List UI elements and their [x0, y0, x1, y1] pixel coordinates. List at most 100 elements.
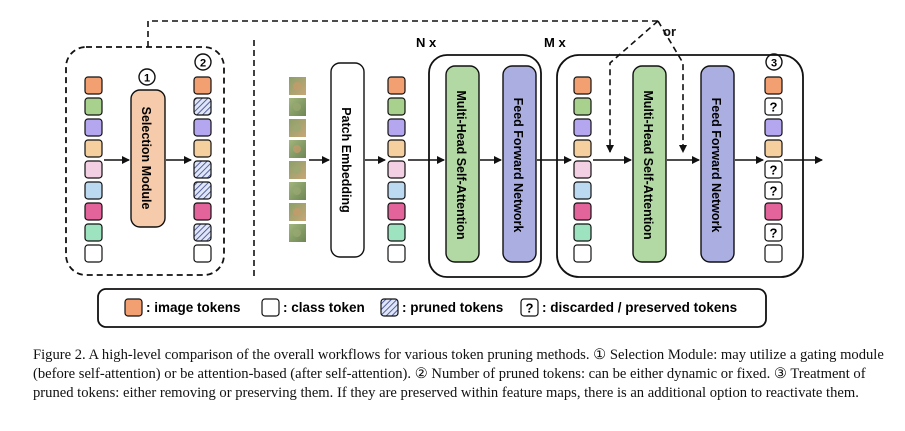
pruned-token: [193, 181, 212, 200]
image-token: [387, 118, 406, 137]
stage-m-input-token-column: [573, 76, 592, 263]
discarded-token: [764, 181, 783, 200]
image-token: [764, 139, 783, 158]
legend-pruned-token-swatch: [380, 298, 399, 317]
legend-discarded-preserved-label: discarded / preserved tokens: [550, 300, 737, 315]
dashed-link-to-mhsa: [606, 20, 659, 153]
image-token: [84, 97, 103, 116]
discarded-token: [764, 97, 783, 116]
svg-text:3: 3: [771, 58, 777, 70]
legend-pruned-tokens-label: pruned tokens: [410, 300, 503, 315]
svg-text:: image tokens: : image tokens: [146, 300, 241, 315]
discarded-token: [764, 223, 783, 242]
or-label: or: [663, 24, 676, 39]
image-patch-detail: [293, 166, 301, 174]
image-token: [84, 139, 103, 158]
image-token: [193, 202, 212, 221]
legend-image-token-swatch: [124, 298, 143, 317]
image-token: [764, 202, 783, 221]
legend-image-tokens-label: image tokens: [154, 300, 240, 315]
image-patch-detail: [293, 187, 301, 195]
image-token: [573, 97, 592, 116]
image-token: [573, 202, 592, 221]
step-marker-2: 2: [194, 53, 212, 71]
figure-caption: Figure 2. A high-level comparison of the…: [33, 347, 884, 401]
image-patch-detail: [293, 103, 301, 111]
image-token: [573, 76, 592, 95]
image-token: [387, 160, 406, 179]
svg-text:Patch Embedding: Patch Embedding: [339, 107, 353, 213]
image-token: [573, 160, 592, 179]
image-token: [193, 118, 212, 137]
image-token: [193, 139, 212, 158]
discarded-token-glyph: ?: [770, 184, 778, 199]
svg-text:?: ?: [526, 301, 534, 316]
legend-class-token-swatch: [261, 298, 280, 317]
output-token-column: ????: [764, 76, 783, 263]
svg-text:Feed Forward Network: Feed Forward Network: [709, 98, 723, 233]
image-token: [387, 97, 406, 116]
step-marker-3: 3: [765, 53, 783, 71]
svg-text:: pruned tokens: : pruned tokens: [402, 300, 503, 315]
selected-token-column: [193, 76, 212, 263]
pruned-token: [193, 97, 212, 116]
discarded-token-glyph: ?: [770, 100, 778, 115]
class-token: [193, 244, 212, 263]
legend: : image tokens : class token : pruned to…: [97, 288, 767, 328]
image-token: [573, 223, 592, 242]
selection-group-frame: [65, 46, 225, 276]
mhsa-block-n: [445, 65, 480, 263]
image-token: [84, 160, 103, 179]
discarded-token-glyph: ?: [770, 226, 778, 241]
image-token: [573, 181, 592, 200]
discarded-token-glyph: ?: [770, 163, 778, 178]
class-token: [764, 244, 783, 263]
dashed-link-path: [147, 20, 658, 47]
ffn-block-m: [700, 65, 735, 263]
image-patch-detail: [293, 229, 301, 237]
image-patch-detail: [293, 124, 301, 132]
svg-text:: class token: : class token: [283, 300, 365, 315]
class-token: [387, 244, 406, 263]
svg-text:Multi-Head Self-Attention: Multi-Head Self-Attention: [641, 90, 655, 239]
image-patch-detail: [293, 82, 301, 90]
class-token: [84, 244, 103, 263]
pruned-token: [193, 223, 212, 242]
image-token: [573, 118, 592, 137]
image-token: [84, 202, 103, 221]
image-token: [387, 223, 406, 242]
legend-discarded-token-swatch: [520, 298, 539, 317]
legend-class-token-label: class token: [291, 300, 365, 315]
image-token: [764, 118, 783, 137]
transformer-stage-n: N x Multi-Head Self-Attention Feed Forwa…: [416, 35, 542, 278]
svg-text:2: 2: [200, 58, 206, 70]
image-token: [764, 76, 783, 95]
n-repeat-label: N x: [416, 35, 437, 50]
image-token: [387, 76, 406, 95]
image-token: [84, 118, 103, 137]
image-token: [84, 181, 103, 200]
step-marker-1: 1: [138, 68, 156, 86]
svg-text:Feed Forward Network: Feed Forward Network: [511, 98, 525, 233]
transformer-stage-m: M x Multi-Head Self-Attention Feed Forwa…: [544, 35, 804, 278]
m-repeat-label: M x: [544, 35, 566, 50]
image-token: [387, 139, 406, 158]
svg-text:: discarded / preserved tokens: : discarded / preserved tokens: [542, 300, 737, 315]
image-token: [573, 139, 592, 158]
svg-text:1: 1: [144, 73, 150, 85]
image-token: [387, 181, 406, 200]
image-token: [387, 202, 406, 221]
pruned-token: [193, 160, 212, 179]
ffn-block-n: [502, 65, 537, 263]
image-token: [84, 76, 103, 95]
embedded-token-column: [387, 76, 406, 263]
input-token-column: [84, 76, 103, 263]
image-token: [193, 76, 212, 95]
mhsa-block-m: [632, 65, 667, 263]
image-patches: [289, 77, 306, 242]
image-token: [84, 223, 103, 242]
discarded-token: [764, 160, 783, 179]
class-token: [573, 244, 592, 263]
image-patch-detail: [293, 208, 301, 216]
